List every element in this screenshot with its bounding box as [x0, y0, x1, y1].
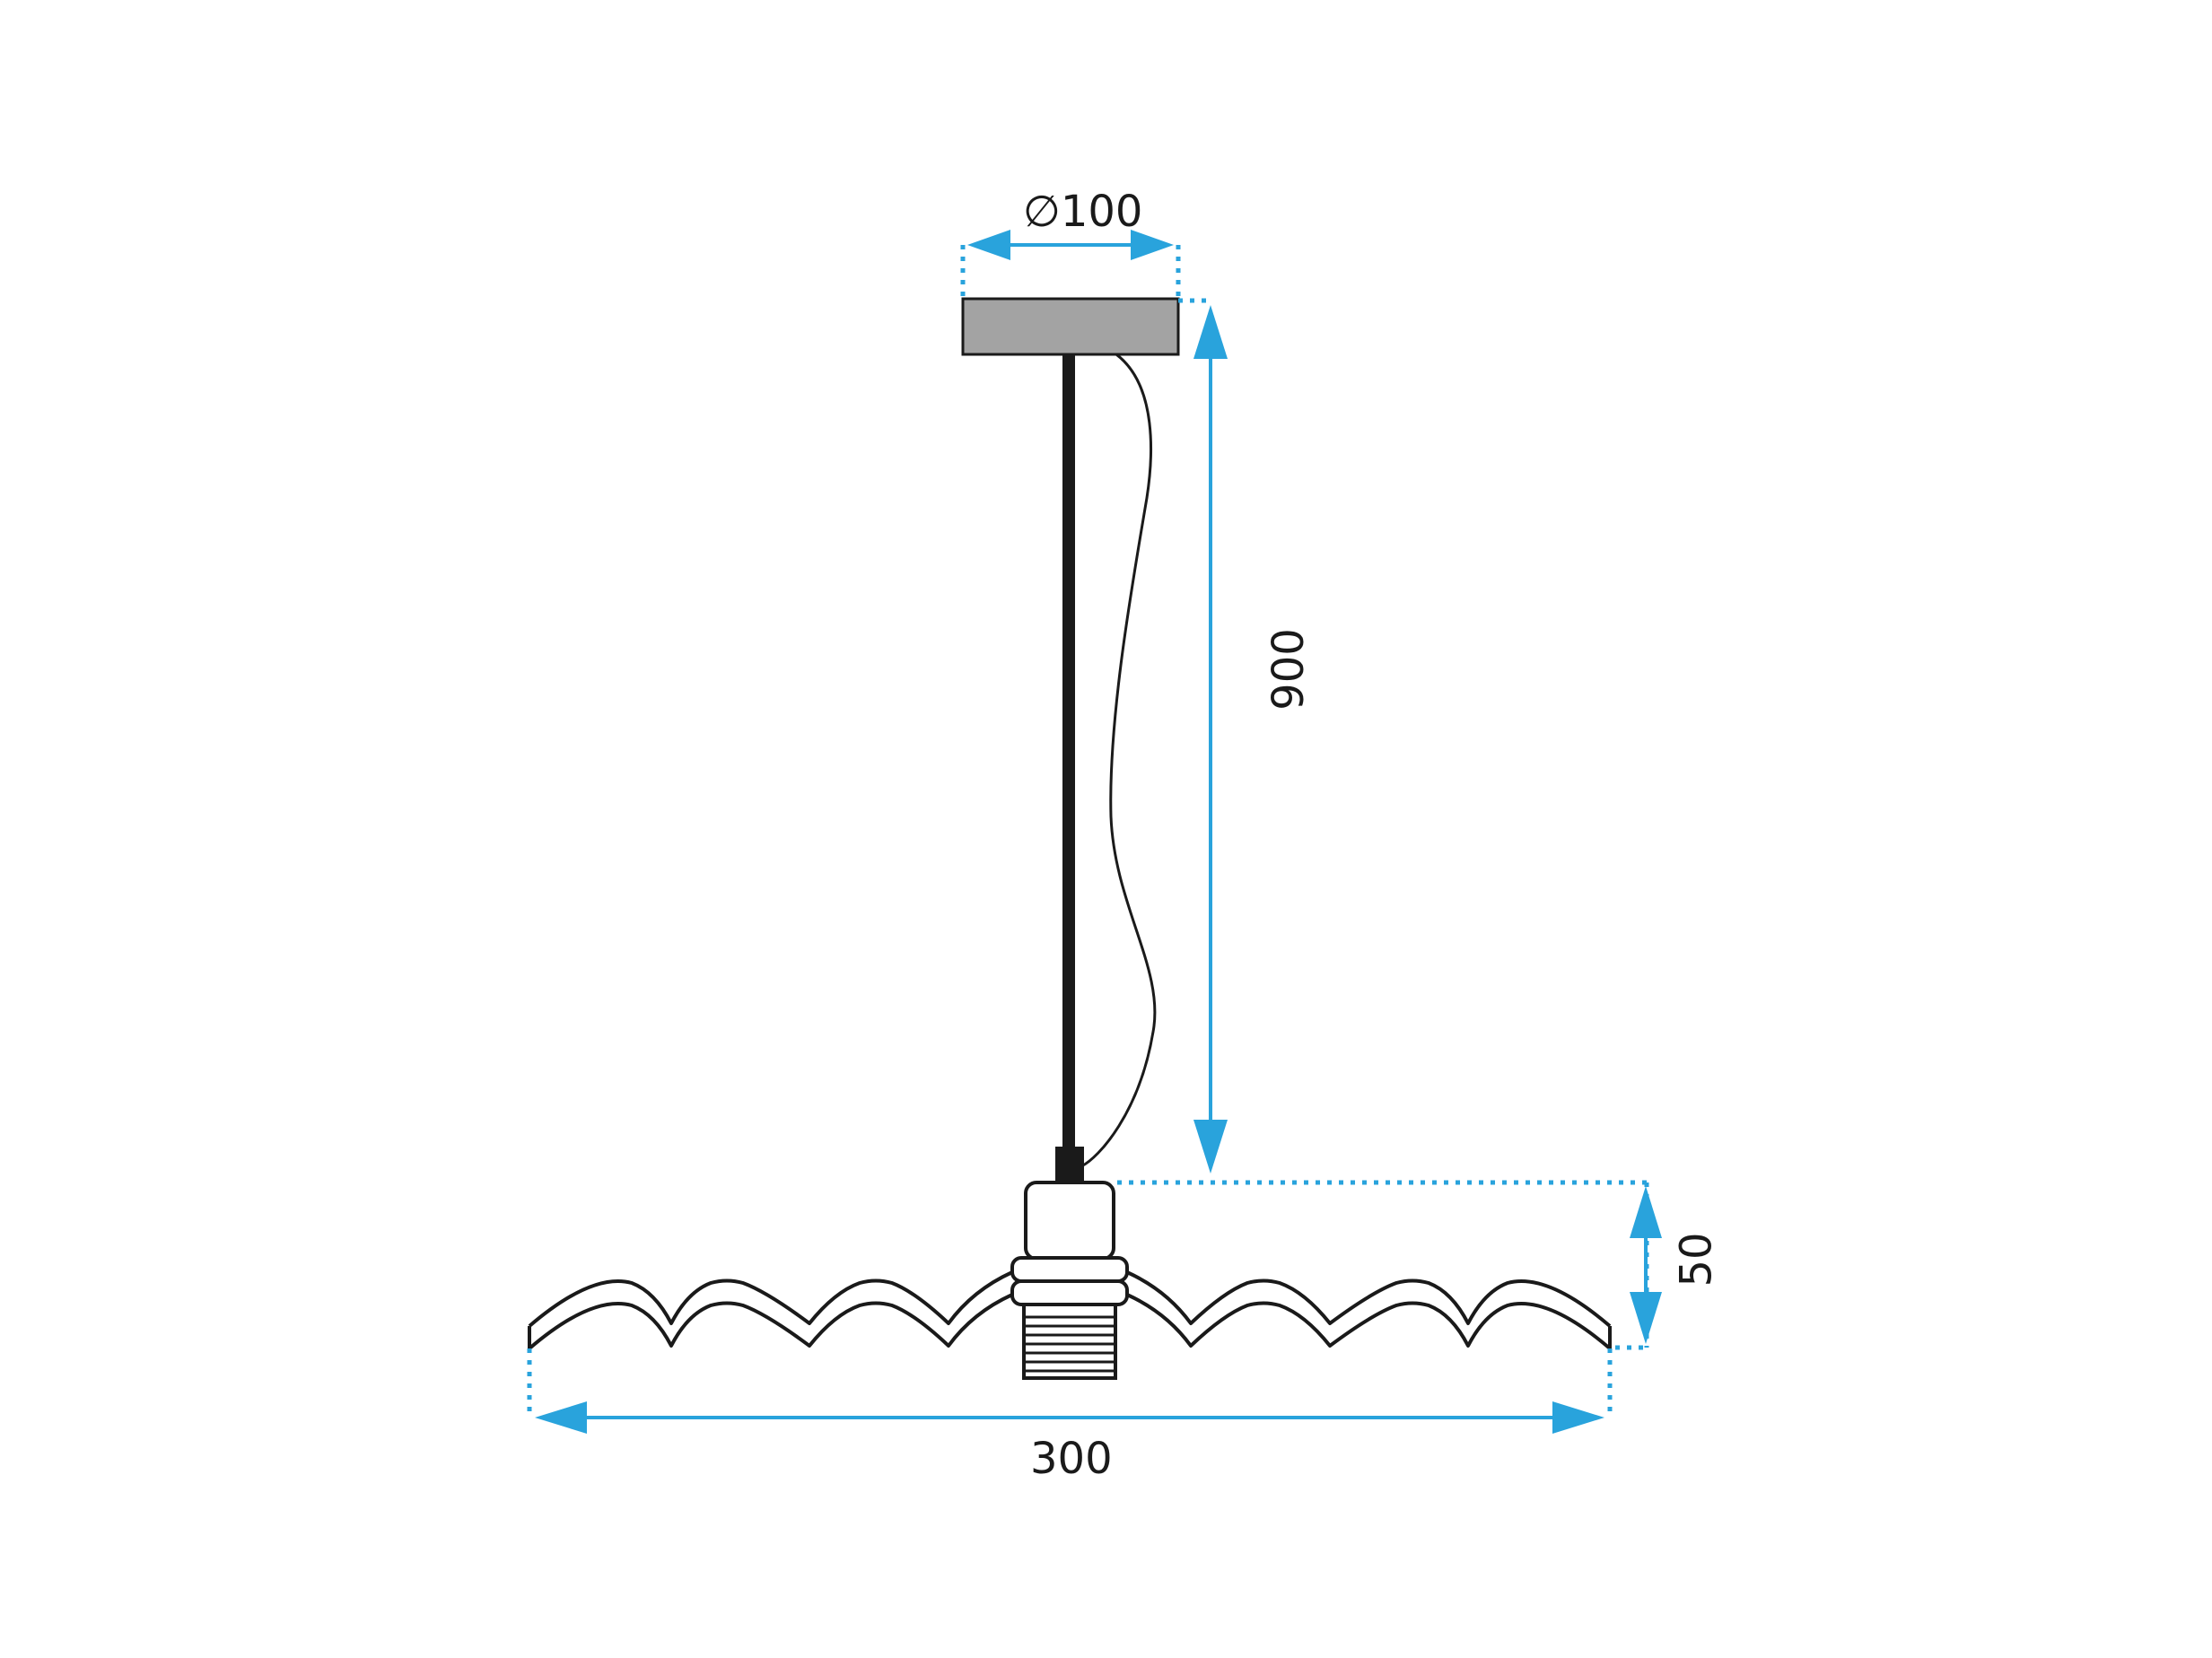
arrow-down-head: [1630, 1292, 1662, 1344]
wavy-shade: [528, 1270, 1612, 1350]
cable-length-label: 900: [1263, 628, 1314, 711]
diameter-dimension: [960, 230, 1181, 299]
arrow-right-head: [1552, 1401, 1604, 1434]
shade-width-label: 300: [1030, 1434, 1113, 1484]
diameter-label: ∅100: [1023, 187, 1143, 237]
arrow-up-head: [1193, 305, 1228, 359]
height-dimension: [1117, 1180, 1662, 1350]
shade-ring-bottom: [1010, 1279, 1129, 1306]
arrow-right-head: [1131, 230, 1174, 260]
length-dimension: [1178, 298, 1228, 1174]
width-dimension: [527, 1348, 1613, 1434]
arrow-down-head: [1193, 1120, 1228, 1174]
arrow-left-head: [967, 230, 1010, 260]
arrow-up-head: [1630, 1186, 1662, 1238]
bulb-thread: [1022, 1303, 1117, 1380]
shade-ring-top: [1010, 1256, 1129, 1283]
socket-cup: [1024, 1181, 1115, 1261]
power-wire: [1080, 353, 1157, 1168]
shade-height-label: 50: [1671, 1232, 1722, 1287]
ceiling-canopy: [961, 297, 1180, 356]
cable-grip: [1055, 1147, 1084, 1184]
suspension-rod: [1062, 354, 1075, 1148]
arrow-left-head: [535, 1401, 587, 1434]
